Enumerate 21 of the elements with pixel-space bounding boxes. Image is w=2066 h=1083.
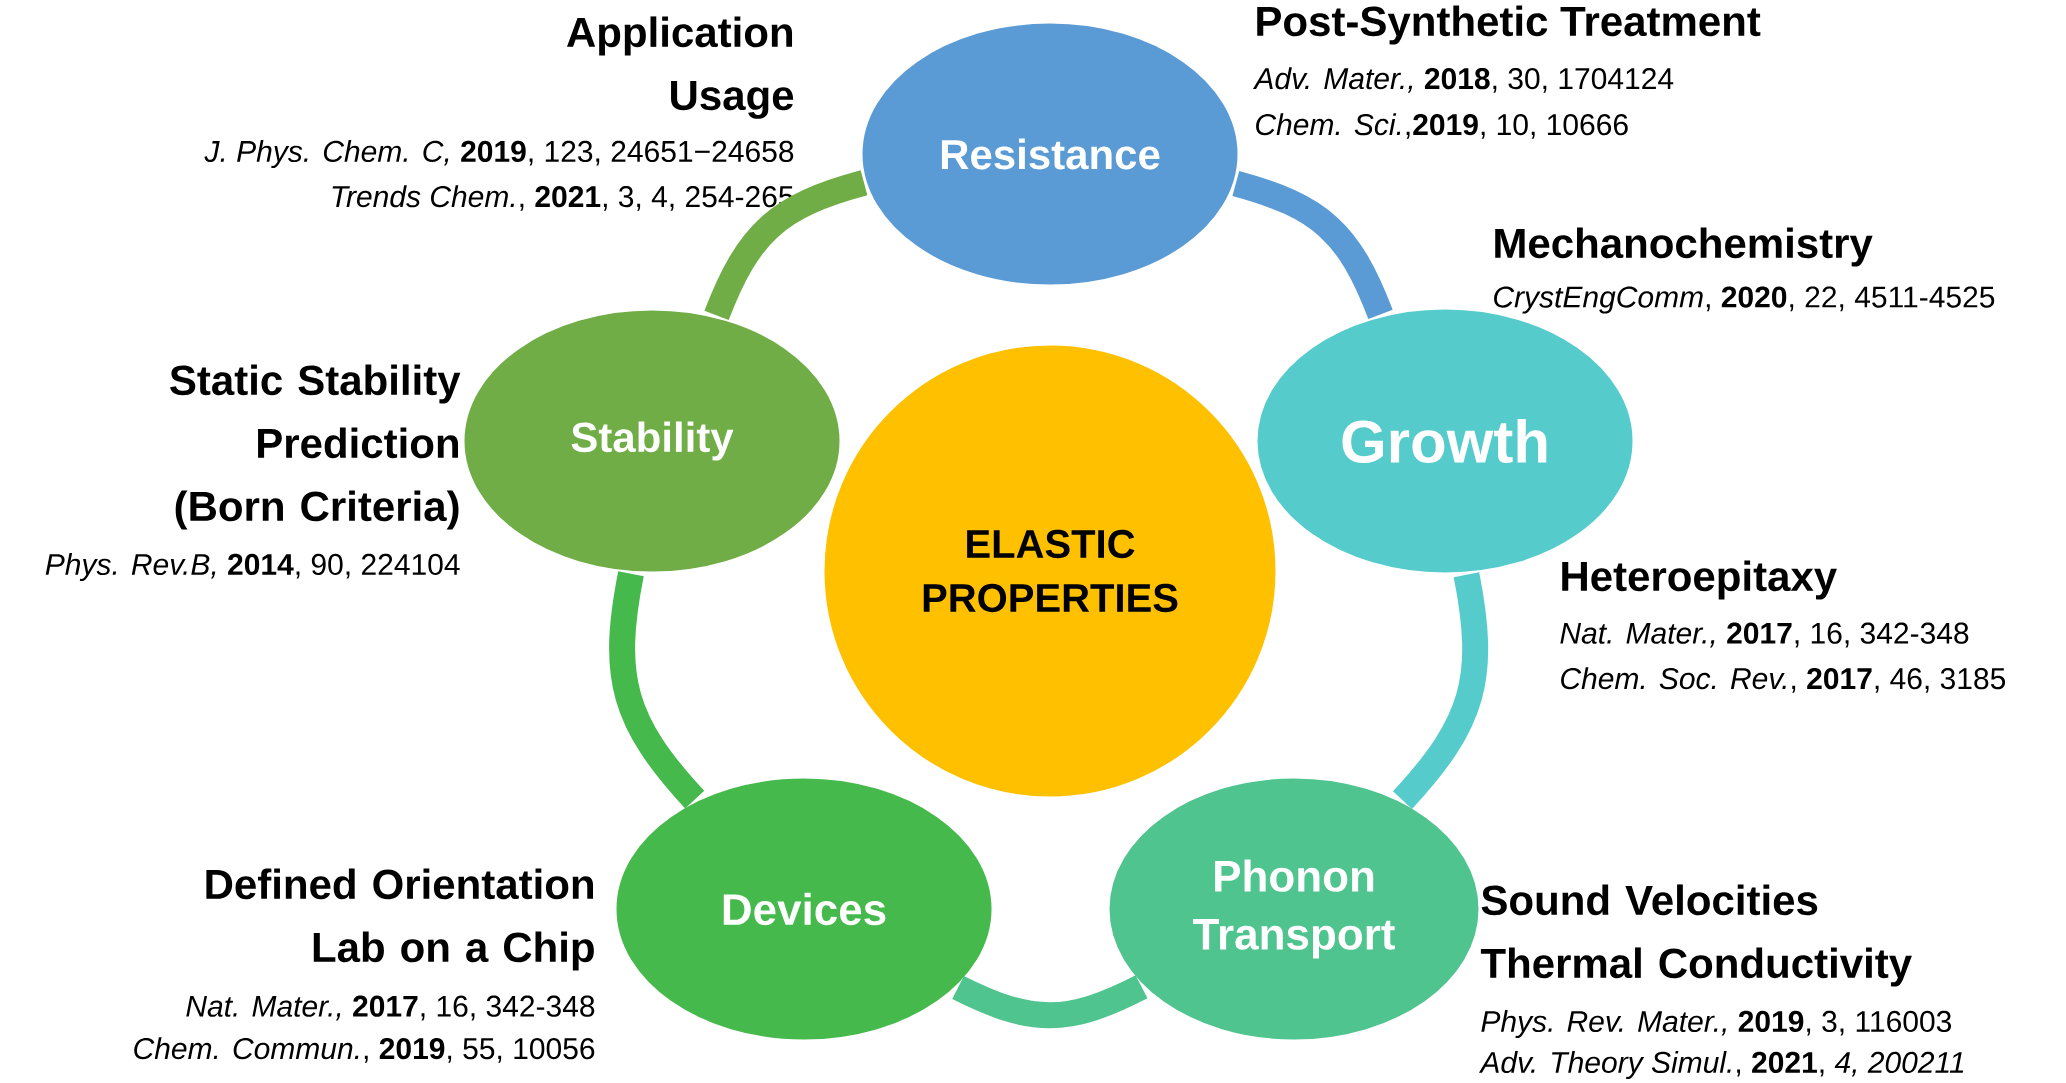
ring-arc: [1392, 572, 1489, 809]
citation: Nat. Mater., 2017, 16, 342-348: [186, 995, 595, 1021]
topic-heading: Static Stability Prediction (Born Criteria): [170, 364, 461, 530]
citation: J. Phys. Chem. C, 2019, 123, 24651−24658: [204, 140, 794, 168]
topic-heading: Application Usage: [567, 16, 794, 119]
citation: Chem. Sci.,2019, 10, 10666: [1256, 113, 1628, 139]
topic-heading: Mechanochemistry: [1495, 227, 1873, 267]
ring-arc: [952, 975, 1148, 1029]
topic-heading: Sound Velocities Thermal Conductivity: [1480, 884, 1912, 987]
citation: Phys. Rev. Mater., 2019, 3, 116003: [1481, 1010, 1952, 1038]
citation: Nat. Mater., 2017, 16, 342-348: [1560, 622, 1969, 648]
topic-heading: Post-Synthetic Treatment: [1257, 5, 1761, 45]
citation: Phys. Rev.B, 2014, 90, 224104: [45, 553, 460, 581]
ring-arc: [1232, 170, 1393, 320]
ring-arc: [609, 571, 705, 809]
citation: Chem. Commun., 2019, 55, 10056: [134, 1037, 595, 1063]
ring-arc: [704, 170, 868, 321]
citation: Chem. Soc. Rev., 2017, 46, 3185: [1561, 667, 2006, 693]
citation: Adv. Theory Simul., 2021, 4, 200211: [1478, 1051, 1964, 1079]
citation: Adv. Mater., 2018, 30, 1704124: [1252, 67, 1674, 93]
topic-heading: Defined Orientation Lab on a Chip: [206, 868, 594, 971]
